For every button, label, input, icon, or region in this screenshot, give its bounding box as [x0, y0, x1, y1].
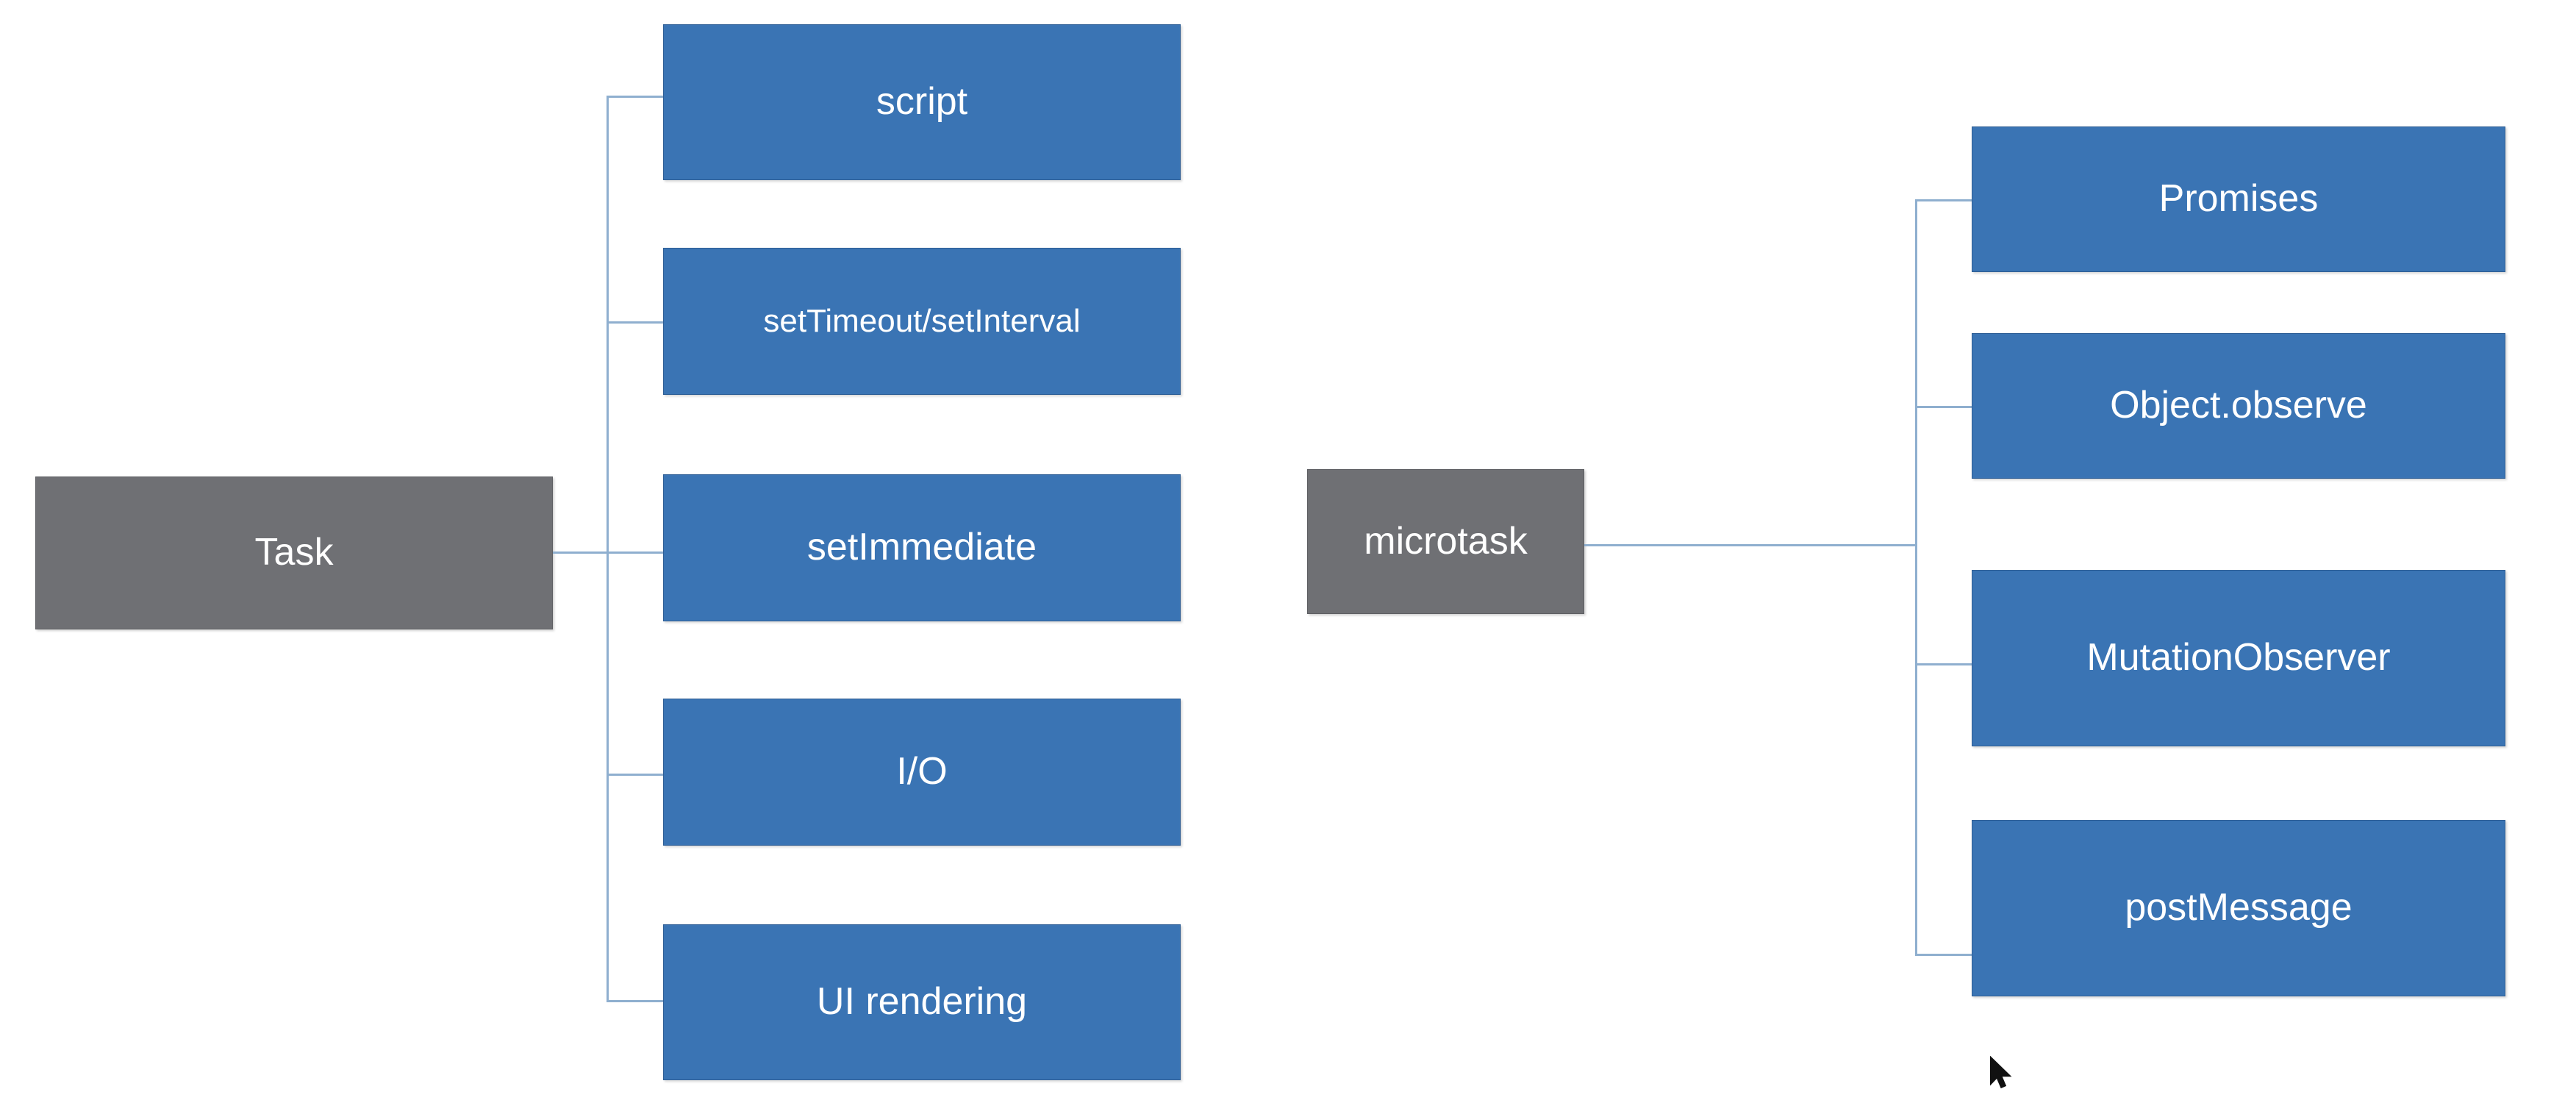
connector-microtask-to-object-observe — [1915, 406, 1974, 408]
leaf-node-script[interactable]: script — [663, 24, 1181, 180]
connector-task-spine — [607, 96, 609, 1002]
connector-microtask-to-postmessage — [1915, 954, 1974, 956]
leaf-node-io-label: I/O — [896, 750, 948, 793]
connector-task-to-settimeout — [607, 321, 664, 324]
leaf-node-setimmediate-label: setImmediate — [806, 526, 1037, 569]
connector-task-to-io — [607, 774, 664, 776]
root-node-task-label: Task — [254, 531, 334, 574]
leaf-node-promises[interactable]: Promises — [1972, 126, 2505, 272]
connector-task-to-setimmediate — [607, 552, 664, 554]
connector-task-stem — [553, 552, 609, 554]
connector-task-to-script — [607, 96, 664, 98]
leaf-node-ui-rendering-label: UI rendering — [816, 980, 1028, 1024]
connector-microtask-stem — [1584, 544, 1917, 546]
leaf-node-setimmediate[interactable]: setImmediate — [663, 474, 1181, 621]
connector-microtask-to-mutationobserver — [1915, 663, 1974, 665]
leaf-node-postmessage-label: postMessage — [2125, 886, 2353, 929]
root-node-microtask-label: microtask — [1364, 519, 1528, 563]
connector-task-to-ui-rendering — [607, 1000, 664, 1002]
leaf-node-object-observe[interactable]: Object.observe — [1972, 333, 2505, 479]
leaf-node-promises-label: Promises — [2158, 177, 2319, 221]
leaf-node-ui-rendering[interactable]: UI rendering — [663, 924, 1181, 1080]
connector-microtask-to-promises — [1915, 199, 1974, 201]
connector-microtask-spine — [1915, 199, 1917, 956]
leaf-node-settimeout-setinterval-label: setTimeout/setInterval — [763, 302, 1081, 339]
leaf-node-script-label: script — [876, 80, 968, 124]
leaf-node-mutationobserver-label: MutationObserver — [2086, 636, 2391, 679]
leaf-node-object-observe-label: Object.observe — [2110, 384, 2367, 427]
leaf-node-settimeout-setinterval[interactable]: setTimeout/setInterval — [663, 248, 1181, 395]
leaf-node-mutationobserver[interactable]: MutationObserver — [1972, 570, 2505, 746]
leaf-node-io[interactable]: I/O — [663, 699, 1181, 846]
root-node-task[interactable]: Task — [35, 476, 553, 629]
root-node-microtask[interactable]: microtask — [1307, 469, 1584, 614]
leaf-node-postmessage[interactable]: postMessage — [1972, 820, 2505, 996]
